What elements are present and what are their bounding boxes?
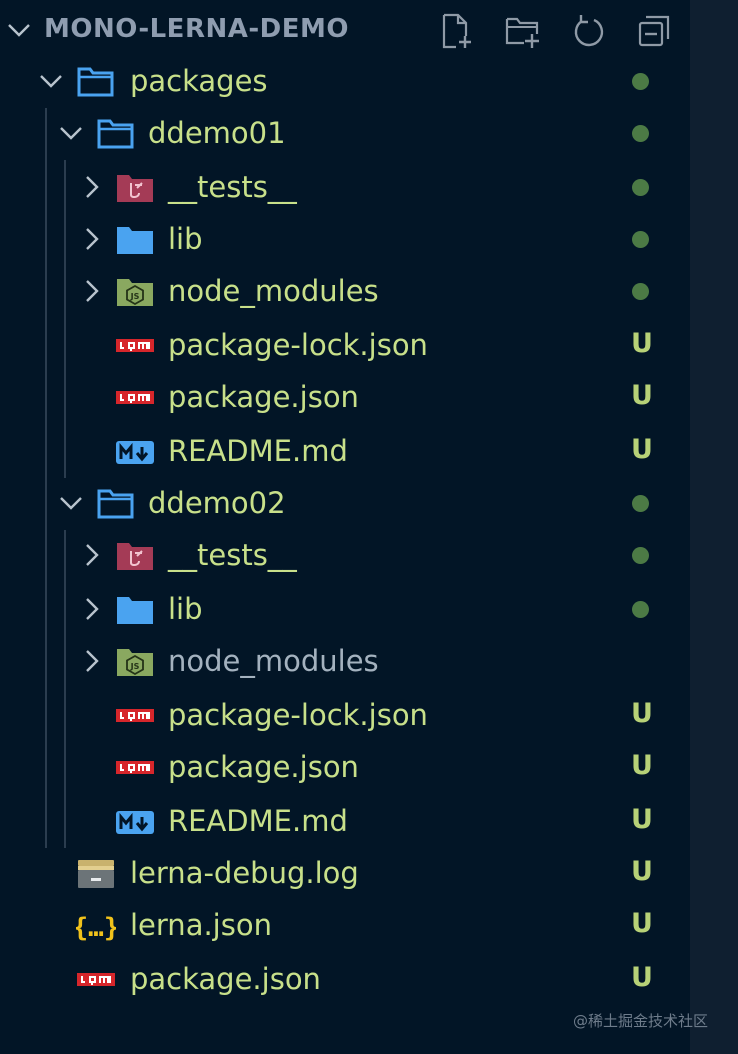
modified-dot-icon (632, 179, 649, 196)
folder-open-icon (97, 119, 134, 149)
folder-node-icon: JS (117, 649, 153, 676)
watermark: @稀土掘金技术社区 (573, 1012, 709, 1030)
tree-file-row[interactable]: package-lock.json U (0, 320, 690, 372)
new-folder-icon[interactable] (504, 12, 542, 50)
svg-text:JS: JS (130, 292, 140, 301)
untracked-badge: U (631, 750, 653, 781)
tree-item-label: lib (168, 592, 203, 626)
folder-tests-icon (117, 175, 153, 202)
collapse-all-icon[interactable] (636, 12, 674, 50)
refresh-icon[interactable] (570, 12, 608, 50)
markdown-icon (116, 811, 154, 834)
chevron-down-icon[interactable] (58, 120, 84, 146)
scrollbar-track[interactable] (690, 0, 738, 1054)
tree-item-label: lerna-debug.log (130, 856, 359, 890)
tree-item-label: package.json (168, 750, 359, 784)
tree-item-label: ddemo02 (148, 486, 286, 520)
tree-folder-row[interactable]: JS node_modules (0, 636, 690, 688)
indent-guide (64, 160, 66, 478)
indent-guide (45, 108, 47, 848)
tree-item-label: package.json (130, 962, 321, 996)
modified-dot-icon (632, 283, 649, 300)
chevron-right-icon[interactable] (78, 278, 104, 304)
tree-folder-row[interactable]: ddemo01 (0, 108, 690, 160)
modified-dot-icon (632, 73, 649, 90)
new-file-icon[interactable] (438, 12, 476, 50)
chevron-right-icon[interactable] (78, 226, 104, 252)
folder-open-icon (97, 489, 134, 519)
npm-icon (77, 973, 115, 986)
explorer-title[interactable]: MONO-LERNA-DEMO (44, 14, 349, 44)
tree-folder-row[interactable]: lib (0, 214, 690, 266)
folder-icon (117, 597, 153, 624)
modified-dot-icon (632, 495, 649, 512)
modified-dot-icon (632, 547, 649, 564)
untracked-badge: U (631, 908, 653, 939)
tree-item-label: package-lock.json (168, 328, 428, 362)
chevron-down-icon[interactable] (6, 17, 32, 43)
untracked-badge: U (631, 856, 653, 887)
tree-folder-row[interactable]: __tests__ (0, 530, 690, 582)
chevron-right-icon[interactable] (78, 542, 104, 568)
tree-file-row[interactable]: lerna-debug.log U (0, 848, 690, 900)
tree-file-row[interactable]: package.json U (0, 742, 690, 794)
modified-dot-icon (632, 125, 649, 142)
log-icon (78, 860, 114, 888)
untracked-badge: U (631, 698, 653, 729)
tree-folder-row[interactable]: ddemo02 (0, 478, 690, 530)
tree-file-row[interactable]: {…} lerna.json U (0, 900, 690, 952)
modified-dot-icon (632, 601, 649, 618)
folder-node-icon: JS (117, 279, 153, 306)
tree-folder-row[interactable]: lib (0, 584, 690, 636)
tree-item-label: lib (168, 222, 203, 256)
tree-file-row[interactable]: package-lock.json U (0, 690, 690, 742)
chevron-right-icon[interactable] (78, 174, 104, 200)
modified-dot-icon (632, 231, 649, 248)
npm-icon (116, 761, 154, 774)
tree-file-row[interactable]: package.json U (0, 372, 690, 424)
tree-item-label: __tests__ (168, 170, 297, 204)
npm-icon (116, 709, 154, 722)
tree-folder-row[interactable]: __tests__ (0, 162, 690, 214)
tree-folder-row[interactable]: packages (0, 56, 690, 108)
folder-tests-icon (117, 543, 153, 570)
untracked-badge: U (631, 328, 653, 359)
npm-icon (116, 391, 154, 404)
tree-item-label: package-lock.json (168, 698, 428, 732)
tree-item-label: package.json (168, 380, 359, 414)
tree-item-label: __tests__ (168, 538, 297, 572)
chevron-right-icon[interactable] (78, 596, 104, 622)
tree-item-label: ddemo01 (148, 116, 286, 150)
tree-item-label: packages (130, 64, 268, 98)
untracked-badge: U (631, 380, 653, 411)
tree-file-row[interactable]: README.md U (0, 796, 690, 848)
tree-item-label: node_modules (168, 274, 379, 308)
explorer-header: MONO-LERNA-DEMO (0, 0, 690, 60)
untracked-badge: U (631, 962, 653, 993)
tree-file-row[interactable]: package.json U (0, 954, 690, 1006)
untracked-badge: U (631, 434, 653, 465)
chevron-down-icon[interactable] (38, 68, 64, 94)
svg-text:{…}: {…} (76, 913, 116, 943)
tree-item-label: node_modules (168, 644, 379, 678)
json-icon: {…} (76, 913, 116, 943)
folder-icon (117, 227, 153, 254)
tree-folder-row[interactable]: JS node_modules (0, 266, 690, 318)
tree-item-label: README.md (168, 434, 348, 468)
tree-item-label: README.md (168, 804, 348, 838)
tree-file-row[interactable]: README.md U (0, 426, 690, 478)
untracked-badge: U (631, 804, 653, 835)
npm-icon (116, 339, 154, 352)
chevron-right-icon[interactable] (78, 648, 104, 674)
folder-open-icon (77, 67, 114, 97)
markdown-icon (116, 441, 154, 464)
svg-text:JS: JS (130, 662, 140, 671)
tree-item-label: lerna.json (130, 908, 272, 942)
chevron-down-icon[interactable] (58, 490, 84, 516)
indent-guide (64, 530, 66, 848)
explorer-pane: MONO-LERNA-DEMO packages ddemo01 __tests__… (0, 0, 690, 1054)
